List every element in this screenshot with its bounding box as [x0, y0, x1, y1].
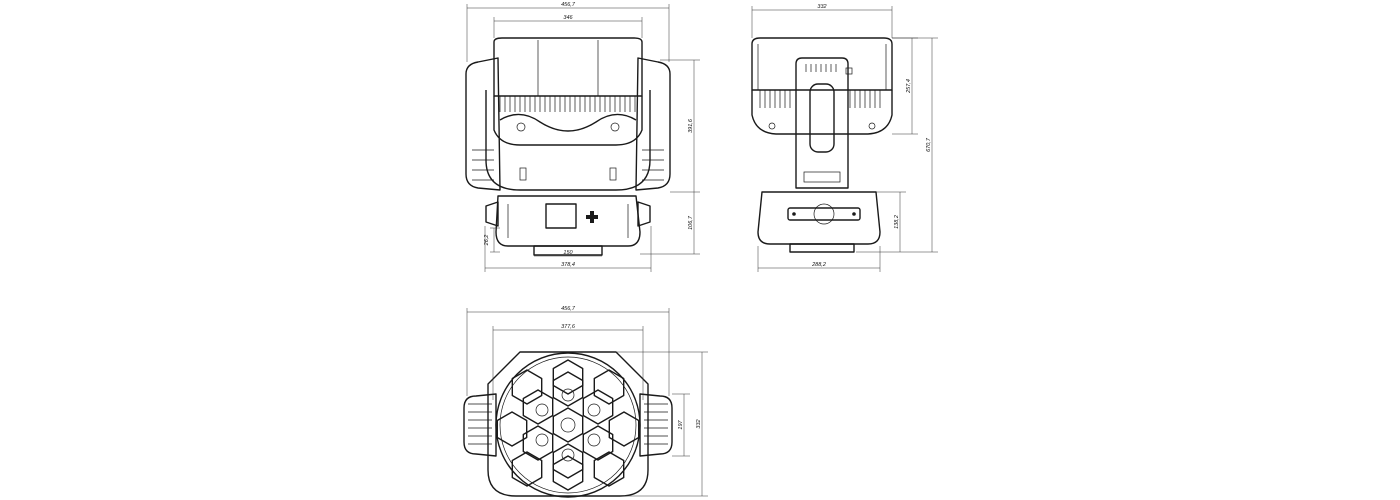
dim-side-head-height: 257,4: [906, 79, 912, 94]
dim-face-lens-width: 377,6: [561, 324, 576, 330]
dim-side-base-depth: 288,2: [811, 262, 826, 268]
face-view: 456,7 377,6 197 332: [463, 306, 708, 498]
side-vent-slots: [759, 90, 881, 108]
dim-side-depth: 332: [817, 4, 826, 10]
side-dimensions: [751, 6, 938, 272]
dim-front-foot-width: 150: [563, 250, 573, 256]
side-view: 332 257,4 670,7 138,2 288,2: [751, 4, 938, 272]
dim-front-total-width: 456,7: [561, 2, 576, 8]
dim-front-head-width: 346: [563, 15, 573, 21]
face-dimensions: [466, 308, 708, 497]
vent-slots: [499, 96, 636, 112]
display-screen: [545, 203, 577, 229]
dim-front-base-height: 106,7: [688, 215, 694, 230]
dim-front-base-width: 378,4: [561, 262, 575, 268]
lens-array: [496, 359, 640, 491]
front-dimensions: [466, 4, 700, 272]
dim-side-base-height: 138,2: [894, 215, 900, 229]
dim-front-head-height: 391,6: [688, 118, 694, 133]
dim-face-handle-height: 197: [678, 419, 684, 429]
cross-icon: [586, 211, 598, 223]
front-view: 456,7 346 391,6 106,7 26,2 150 378,4: [465, 2, 700, 272]
dim-front-foot-height: 26,2: [484, 235, 490, 247]
dim-side-total-height: 670,7: [926, 137, 932, 152]
dim-face-height: 332: [696, 419, 702, 428]
dim-face-total-width: 456,7: [561, 306, 576, 312]
